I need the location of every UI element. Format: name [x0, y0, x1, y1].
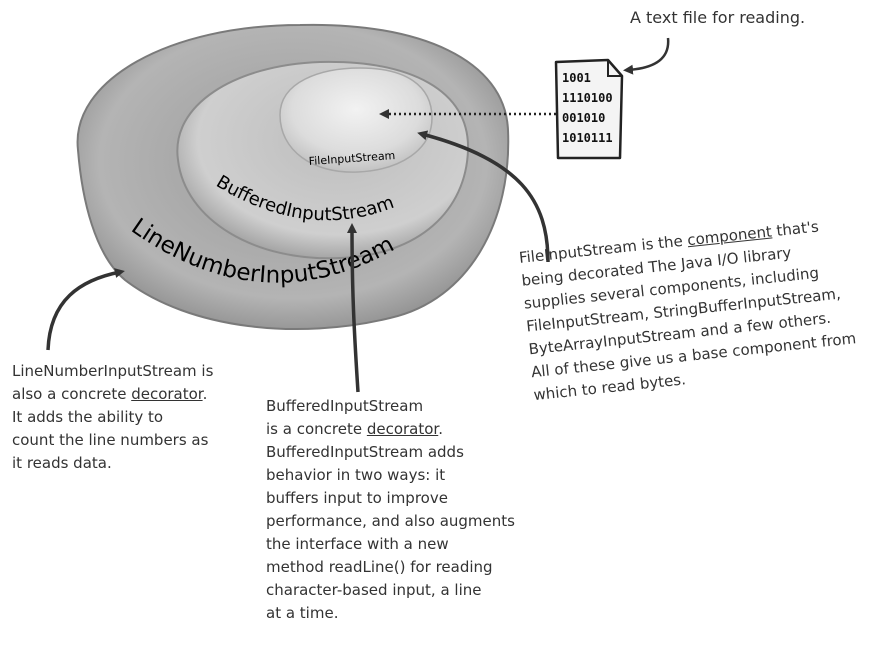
file-caption-arrow [623, 37, 670, 75]
line-number-annotation: LineNumberInputStream is also a concrete… [12, 360, 252, 475]
buffered-text-a: BufferedInputStream is a concrete [266, 397, 424, 438]
inner-ring [279, 67, 433, 173]
file-annotation: A text file for reading. [630, 8, 806, 27]
line-number-arrow [46, 268, 125, 351]
text-file-icon: 1001 1110100 001010 1010111 [554, 58, 624, 160]
file-bits-line-2: 1110100 [562, 91, 613, 105]
buffered-arrow [347, 223, 360, 393]
component-arrow [417, 130, 550, 263]
buffered-text-b: . BufferedInputStream adds behavior in t… [266, 420, 515, 622]
line-number-text-a: LineNumberInputStream is also a concrete [12, 362, 214, 403]
file-bits-line-4: 1010111 [562, 131, 613, 145]
file-bits-line-1: 1001 [562, 71, 591, 85]
line-number-keyword: decorator [131, 385, 203, 403]
buffered-keyword: decorator [366, 420, 439, 438]
line-number-text-b: . It adds the ability to count the line … [12, 385, 209, 472]
file-bits-line-3: 001010 [562, 111, 605, 125]
buffered-annotation: BufferedInputStream is a concrete decora… [266, 395, 536, 625]
inner-ring-label: FileInputStream [308, 149, 395, 168]
